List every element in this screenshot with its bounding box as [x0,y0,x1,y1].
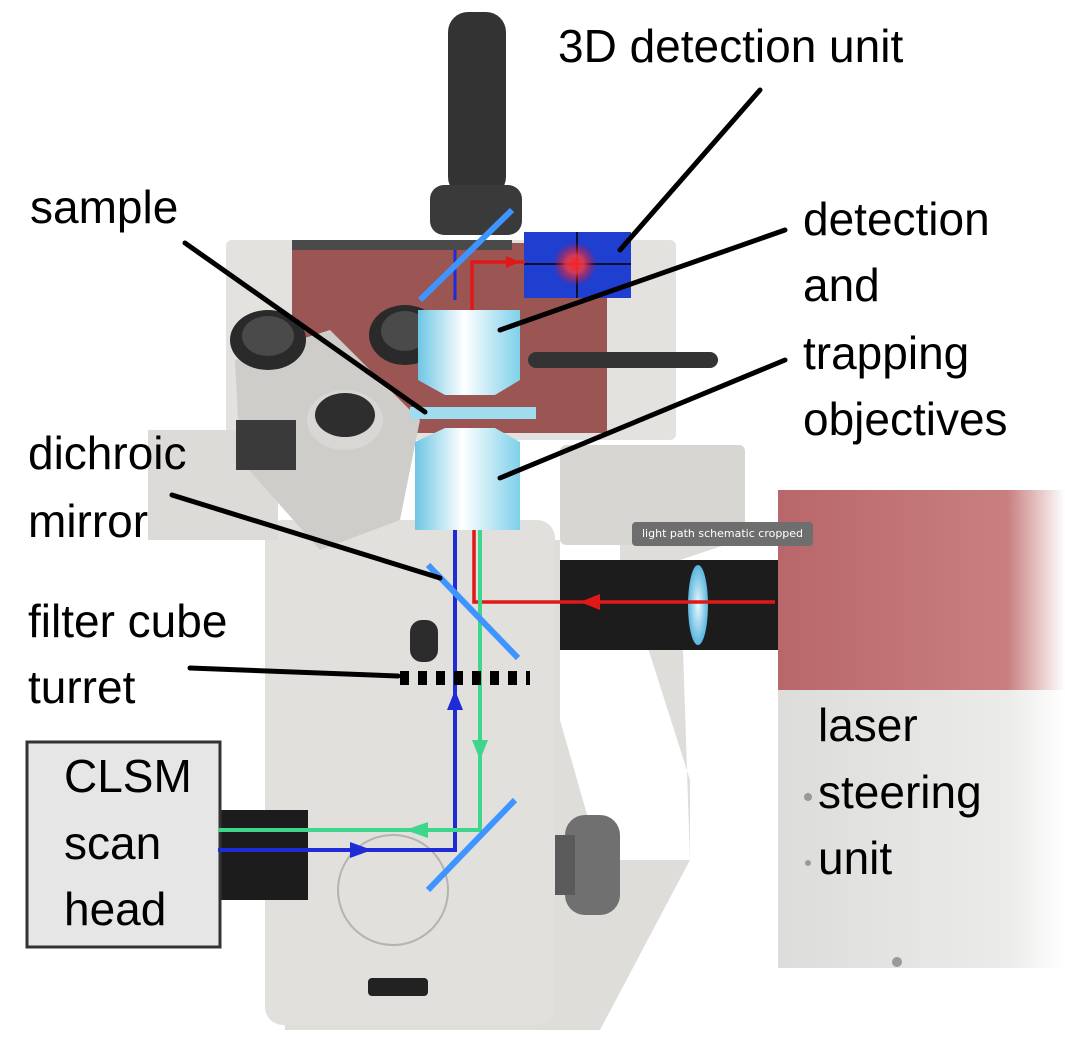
bottom-mirror [425,797,518,893]
label-filter-line2: turret [28,661,136,713]
label-laser-line3: unit [818,832,893,884]
label-clsm-line1: CLSM [64,750,192,802]
objectives [410,310,536,530]
green-beam [218,530,482,832]
label-objectives-line3: trapping [803,327,970,379]
pointer-sample [182,240,428,415]
clsm-scan-head-box [25,740,222,949]
pointer-filter-turret [187,665,401,679]
label-sample: sample [30,181,179,233]
label-dichroic-line1: dichroic [28,427,187,479]
pointer-objective-top [497,227,788,333]
pointer-lines [169,87,788,679]
light-paths [218,250,775,858]
tooltip: light path schematic cropped [632,522,814,546]
laser-steering-unit-box [778,490,1065,968]
label-dichroic-line2: mirror [28,495,149,547]
label-objectives-line4: objectives [803,393,1008,445]
pointer-detection-unit [617,87,763,253]
dichroic-mirror-shape [425,562,521,661]
mirrors [417,207,521,893]
pointer-dichroic [169,492,443,581]
label-laser-line1: laser [818,699,918,751]
top-mirror [417,207,515,303]
label-clsm-line2: scan [64,817,162,869]
label-objectives-line1: detection [803,193,990,245]
blue-beam [218,530,457,852]
red-beam-trapping [472,530,775,604]
label-clsm-line3: head [64,883,167,935]
label-laser-line2: steering [818,766,982,818]
binocular-head [230,305,441,550]
label-3d-detection-unit: 3D detection unit [558,20,904,72]
label-filter-line1: filter cube [28,595,228,647]
pointer-objective-bottom [497,357,788,481]
detection-unit-box [524,232,631,298]
label-objectives-line2: and [803,259,880,311]
